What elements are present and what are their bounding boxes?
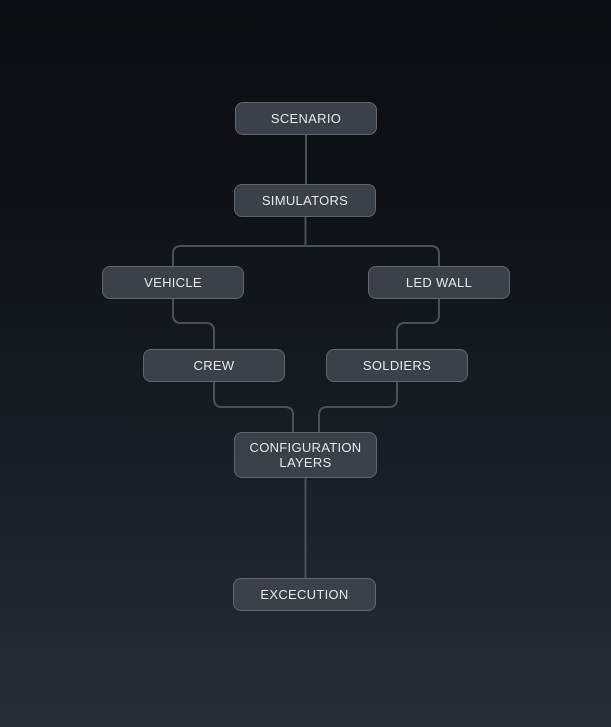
node-soldiers[interactable]: SOLDIERS (326, 349, 468, 382)
node-vehicle[interactable]: VEHICLE (102, 266, 244, 299)
node-label: SIMULATORS (261, 193, 349, 208)
edge-vehicle-crew (172, 299, 215, 349)
node-label: CREW (193, 358, 235, 373)
node-label: SCENARIO (270, 111, 342, 126)
node-simulators[interactable]: SIMULATORS (234, 184, 376, 217)
node-label: LED WALL (405, 275, 473, 290)
node-label: EXCECUTION (260, 587, 349, 602)
node-scenario[interactable]: SCENARIO (235, 102, 377, 135)
edge-soldiers-configuration (318, 382, 398, 432)
edge-simulators-branch (172, 245, 440, 266)
node-led-wall[interactable]: LED WALL (368, 266, 510, 299)
node-crew[interactable]: CREW (143, 349, 285, 382)
node-configuration-layers[interactable]: CONFIGURATION LAYERS (234, 432, 377, 478)
node-excecution[interactable]: EXCECUTION (233, 578, 376, 611)
edge-crew-configuration (213, 382, 294, 432)
node-label: VEHICLE (144, 275, 202, 290)
node-label: SOLDIERS (362, 358, 432, 373)
node-label: CONFIGURATION LAYERS (249, 440, 362, 470)
edges-group (172, 135, 440, 578)
edge-ledwall-soldiers (396, 299, 440, 349)
